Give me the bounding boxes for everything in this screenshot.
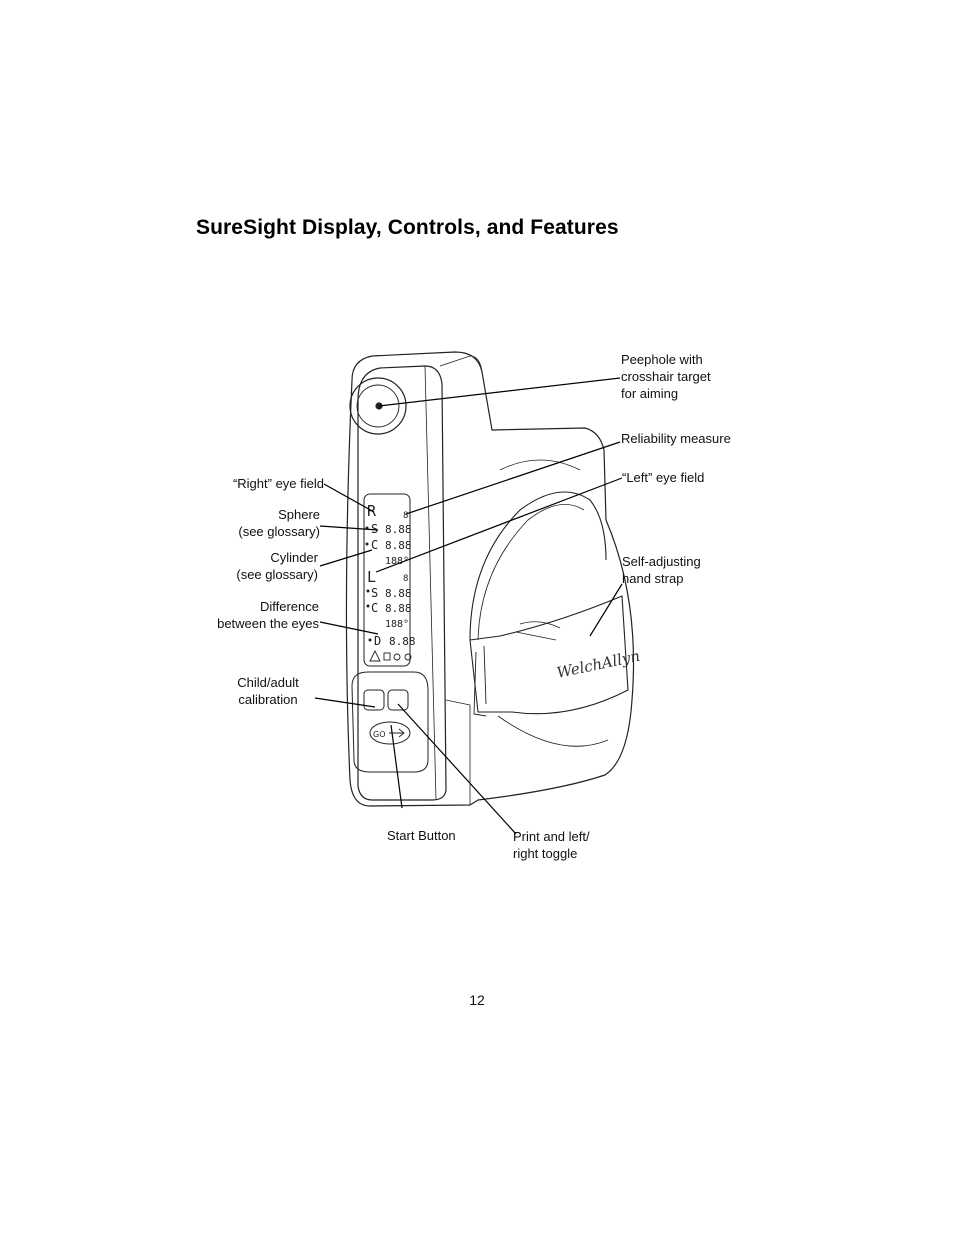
lcd-axis-left: 188° — [385, 619, 409, 630]
lcd-cyl-left-value: 8.88 — [385, 602, 412, 615]
leader-calibration — [314, 697, 376, 708]
leader-print — [397, 703, 517, 835]
callout-difference: Difference between the eyes — [217, 599, 319, 631]
leader-left-eye — [375, 477, 623, 573]
grip-arch — [469, 491, 607, 641]
callout-right-eye: “Right” eye field — [232, 476, 324, 491]
lcd-sphere-right-value: 8.88 — [385, 523, 412, 536]
leader-difference — [319, 621, 379, 635]
lcd-left-label: L — [367, 568, 376, 586]
callout-peephole: Peephole with crosshair target for aimin… — [621, 352, 711, 401]
callout-cylinder: Cylinder (see glossary) — [236, 550, 318, 582]
page-title: SureSight Display, Controls, and Feature… — [196, 216, 619, 239]
callout-sphere: Sphere (see glossary) — [238, 507, 320, 539]
lcd-sphere-right-letter: S — [371, 522, 378, 536]
callout-print: Print and left/ right toggle — [513, 829, 590, 861]
start-button — [369, 721, 411, 745]
lcd-reliability-left: 8 — [403, 574, 408, 584]
leader-peephole — [378, 377, 621, 407]
hand-strap — [469, 595, 629, 747]
callout-left-eye: “Left” eye field — [622, 470, 705, 485]
lcd-reliability: 8 — [403, 511, 408, 521]
lcd-cyl-right-letter: C — [371, 538, 378, 552]
start-button-label: GO — [373, 730, 386, 739]
lcd-diff-letter: D — [374, 634, 381, 648]
leader-start — [390, 724, 403, 809]
button-cluster — [351, 671, 429, 773]
lcd-status-icons — [369, 649, 412, 662]
lcd-cyl-left-letter: C — [371, 601, 378, 615]
leader-sphere — [319, 525, 379, 531]
device-body — [345, 351, 635, 807]
warning-icon — [369, 649, 381, 662]
lcd-display: R 8 S 8.88 C 8.88 188° L 8 S 8.88 C 8.88… — [363, 493, 416, 667]
lcd-axis-right: 188° — [385, 556, 409, 567]
lcd-sphere-left-letter: S — [371, 586, 378, 600]
lcd-sphere-left-value: 8.88 — [385, 587, 412, 600]
lcd-diff-value: 8.88 — [389, 635, 416, 648]
callout-start: Start Button — [387, 828, 456, 843]
leader-cylinder — [319, 549, 373, 567]
page-number: 12 — [469, 992, 485, 1008]
child-icon — [383, 652, 391, 661]
print-toggle-button — [387, 689, 409, 711]
calibration-button — [363, 689, 385, 711]
lcd-cyl-right-value: 8.88 — [385, 539, 412, 552]
leader-reliability — [405, 441, 621, 515]
go-indicator-icon — [404, 653, 412, 661]
adult-icon — [393, 653, 401, 661]
leader-lines — [314, 377, 623, 835]
callout-calibration: Child/adult calibration — [237, 675, 299, 707]
leader-strap — [589, 583, 623, 637]
leader-right-eye — [323, 483, 375, 513]
brand-logo: WelchAllyn — [555, 647, 641, 682]
callout-reliability: Reliability measure — [621, 431, 731, 446]
front-panel — [357, 365, 447, 801]
callout-hand-strap: Self-adjusting hand strap — [622, 554, 701, 586]
